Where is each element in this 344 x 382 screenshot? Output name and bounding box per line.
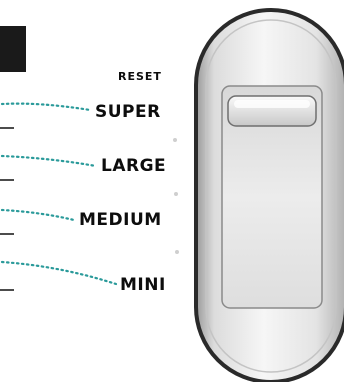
position-dot-2 <box>174 192 178 196</box>
leader-medium <box>2 210 74 220</box>
size-option-super[interactable]: SUPER <box>95 102 161 122</box>
leader-large <box>2 156 96 166</box>
size-option-mini[interactable]: MINI <box>120 275 166 295</box>
reset-label[interactable]: RESET <box>118 70 162 83</box>
slide-switch[interactable] <box>196 10 344 382</box>
position-dot-1 <box>173 138 177 142</box>
leader-super <box>2 104 90 110</box>
leader-mini <box>2 262 116 284</box>
position-dot-3 <box>175 250 179 254</box>
knob-highlight <box>234 100 310 108</box>
size-option-medium[interactable]: MEDIUM <box>79 210 162 230</box>
size-option-large[interactable]: LARGE <box>101 156 166 176</box>
